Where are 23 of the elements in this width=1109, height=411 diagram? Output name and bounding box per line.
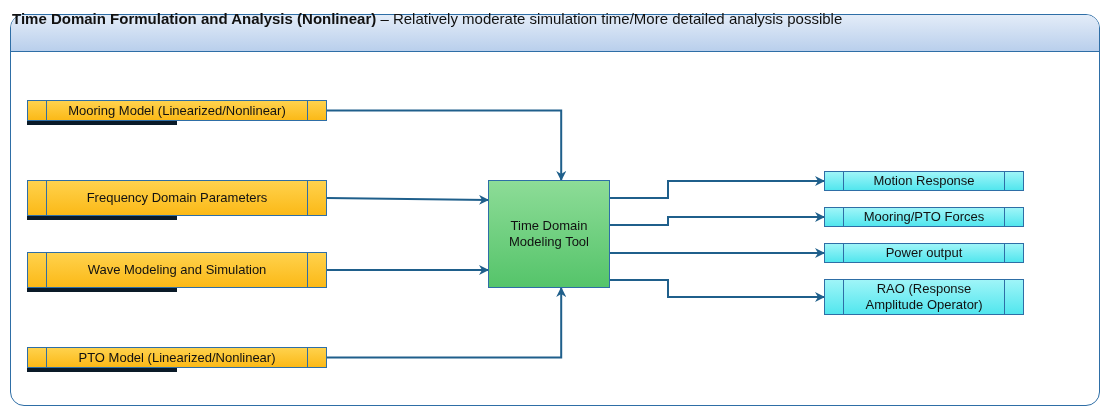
box-label: Mooring Model (Linearized/Nonlinear) [67, 102, 287, 119]
box-label: Wave Modeling and Simulation [86, 262, 268, 278]
output-box [824, 279, 1024, 315]
arrow [326, 287, 567, 359]
box-label: PTO Model (Linearized/Nonlinear) [77, 349, 277, 366]
process-box [488, 180, 610, 288]
title: Time Domain Formulation and Analysis (Nonlinear) – Relatively moderate simulation time/More detailed analysis possible [12, 10, 843, 27]
box-label: Motion Response [872, 173, 976, 189]
box-label: RAO (Response Amplitude Operator) [864, 281, 984, 313]
arrow [609, 176, 825, 199]
box-label: Power output [884, 245, 964, 261]
arrow [609, 248, 825, 258]
arrow [326, 109, 567, 181]
output-box [824, 171, 1024, 191]
output-box [824, 207, 1024, 227]
output-box [824, 243, 1024, 263]
box-label: Time Domain Modeling Tool [508, 218, 590, 250]
arrow [326, 194, 489, 205]
arrow [326, 265, 489, 275]
box-label: Frequency Domain Parameters [85, 190, 269, 206]
arrow [609, 279, 825, 302]
arrow [609, 212, 825, 226]
box-label: Mooring/PTO Forces [862, 209, 986, 225]
